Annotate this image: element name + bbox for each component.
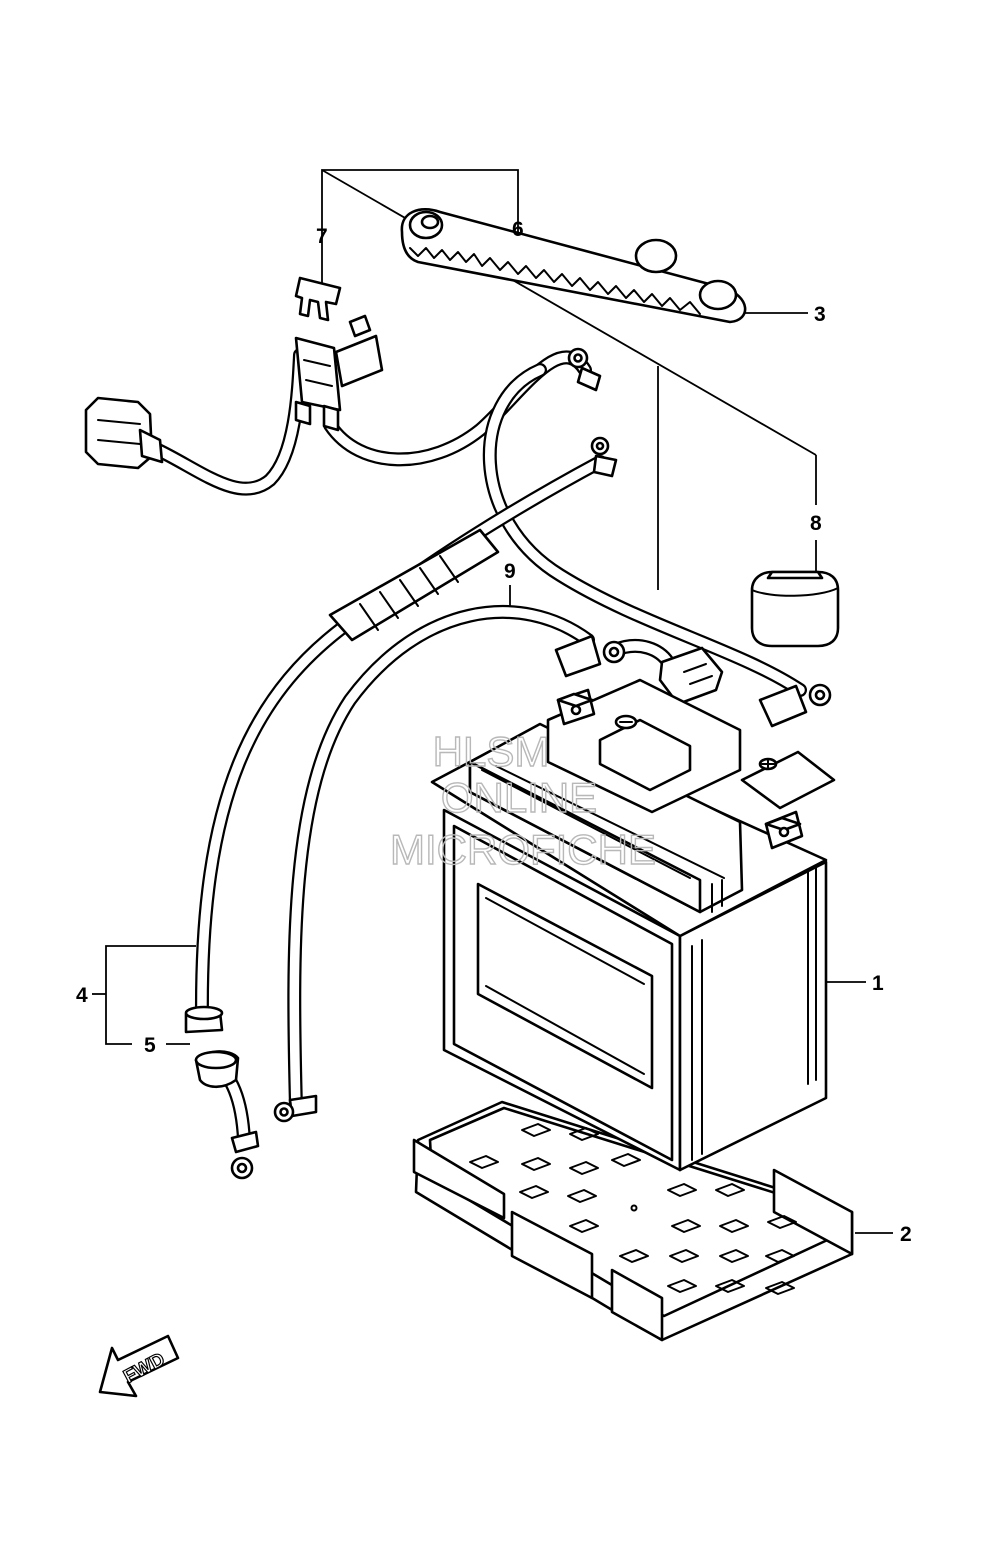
watermark-line-1: HLSM (433, 728, 550, 775)
cable-boot (184, 1005, 240, 1089)
fuse-holder (294, 314, 384, 432)
ring-terminals (230, 347, 832, 1180)
callout-7: 7 (316, 225, 328, 248)
harness-coupler (84, 396, 164, 470)
battery-tray (412, 1100, 854, 1342)
watermark-line-3: MICROFICHE (390, 826, 656, 873)
cable-4-boot-sleeve (328, 528, 500, 642)
terminal-cover (400, 208, 747, 324)
callout-8: 8 (810, 512, 822, 535)
callout-1: 1 (872, 972, 884, 995)
callout-6: 6 (512, 218, 524, 241)
callout-5: 5 (144, 1034, 156, 1057)
callout-4: 4 (76, 984, 88, 1007)
callouts: 7 6 3 8 9 1 4 5 2 (76, 218, 912, 1246)
terminal-cap (750, 570, 840, 648)
battery (430, 678, 836, 1172)
watermark: HLSM ONLINE MICROFICHE (389, 727, 656, 873)
callout-3: 3 (814, 303, 826, 326)
callout-9: 9 (504, 560, 516, 583)
cable-9-connector (658, 646, 724, 706)
callout-2: 2 (900, 1223, 912, 1246)
cables (151, 348, 807, 1147)
watermark-line-2: ONLINE (441, 774, 597, 821)
fwd-arrow-icon: FWD (98, 1334, 180, 1398)
fuse (294, 276, 342, 322)
